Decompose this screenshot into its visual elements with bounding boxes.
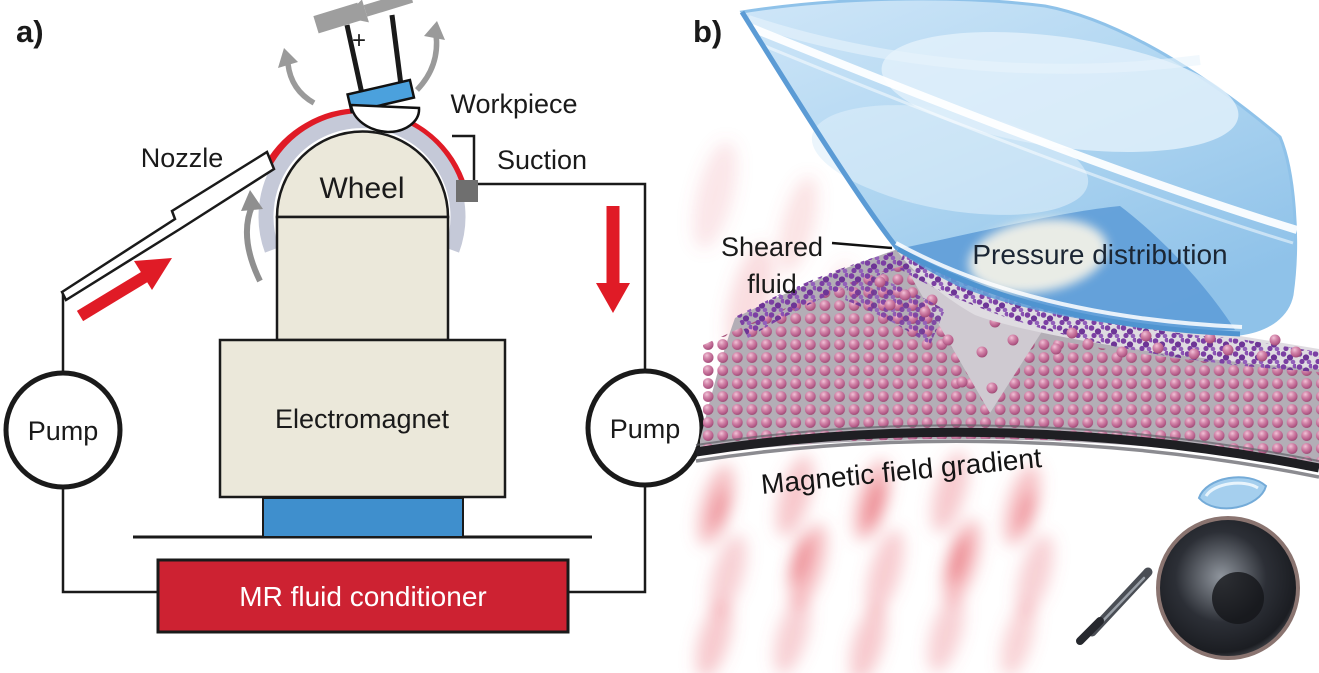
mr-fluid-conditioner-label: MR fluid conditioner bbox=[239, 581, 486, 612]
suction-label: Suction bbox=[497, 145, 587, 175]
abrasive-particles bbox=[737, 251, 1319, 372]
nozzle-label: Nozzle bbox=[141, 143, 224, 173]
flow-arrow-down bbox=[596, 206, 630, 313]
panel-a-letter: a) bbox=[16, 14, 44, 49]
sheared-fluid-leader-line bbox=[831, 241, 893, 250]
pump-right-label: Pump bbox=[610, 414, 681, 444]
magnetic-field-streaks bbox=[695, 451, 1054, 673]
wheel-dome bbox=[275, 130, 450, 219]
wheel-rotation-arrow bbox=[241, 190, 263, 283]
fluid-plumbing bbox=[61, 134, 647, 594]
sheared-fluid-label-line1: Sheared bbox=[721, 232, 823, 262]
wheel-column bbox=[275, 215, 450, 342]
pressure-distribution-label: Pressure distribution bbox=[972, 239, 1227, 270]
panel-b-letter: b) bbox=[693, 14, 722, 49]
workpiece-spindle: + bbox=[278, 0, 445, 134]
magnet-base bbox=[262, 497, 464, 538]
spindle-polarity-label: + bbox=[352, 27, 366, 54]
panel-b-illustration: b) Sheared fluid Pressure distribution M… bbox=[693, 0, 1319, 673]
electromagnet-box bbox=[218, 338, 507, 499]
electromagnet-label: Electromagnet bbox=[275, 404, 450, 434]
wheel-photo-inset bbox=[1076, 476, 1300, 660]
nozzle-shape bbox=[60, 150, 276, 302]
pump-right-circle bbox=[585, 368, 705, 488]
suction-port bbox=[456, 180, 478, 202]
spindle-leg-right bbox=[389, 14, 405, 94]
pressure-hotspot bbox=[968, 218, 1108, 294]
workpiece-lens bbox=[349, 103, 421, 134]
workpiece-label: Workpiece bbox=[450, 89, 577, 119]
spindle-leg-left bbox=[344, 24, 365, 95]
tilt-arrow-right bbox=[414, 21, 445, 92]
lens-workpiece bbox=[739, 0, 1299, 337]
magnetic-field-gradient-label: Magnetic field gradient bbox=[760, 442, 1044, 500]
scattered-spheres bbox=[874, 276, 1302, 362]
panel-a-schematic: MR fluid conditioner Pump Pump bbox=[3, 0, 705, 634]
wheel-surface bbox=[695, 424, 1319, 479]
spindle-cap bbox=[313, 2, 363, 34]
wheel-label: Wheel bbox=[319, 172, 404, 205]
workpiece-holder bbox=[346, 78, 416, 114]
flow-arrow-up bbox=[76, 258, 172, 322]
pump-left-label: Pump bbox=[28, 416, 99, 446]
tilt-arrow-left bbox=[278, 48, 316, 106]
mr-fluid-conditioner-box bbox=[156, 558, 570, 634]
sheared-fluid-label-line2: fluid bbox=[747, 269, 797, 299]
pump-left-circle bbox=[3, 370, 123, 490]
